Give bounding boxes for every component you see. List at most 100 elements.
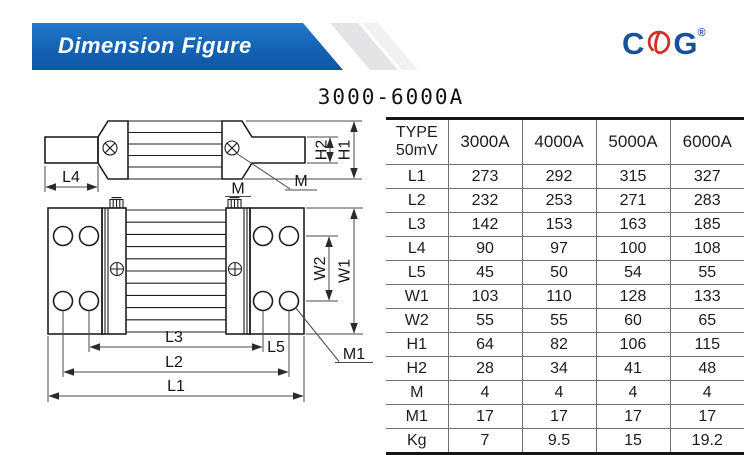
value-cell: 232 [448,188,523,213]
row-label: H2 [386,356,449,381]
value-cell: 4 [448,380,523,405]
value-cell: 103 [448,284,523,309]
value-cell: 15 [596,428,671,454]
column-header: 6000A [670,118,744,165]
banner-title: Dimension Figure [58,33,252,58]
row-label: W1 [386,284,449,309]
screw-hole-symbol [102,140,240,156]
value-cell: 55 [670,260,744,285]
value-cell: 55 [522,308,597,333]
type-corner-cell: TYPE 50mV [386,118,449,165]
value-cell: 133 [670,284,744,309]
logo-letter-g: G [673,25,698,61]
value-cell: 55 [448,308,523,333]
value-cell: 17 [522,404,597,429]
dim-label-l1: L1 [167,378,185,395]
value-cell: 60 [596,308,671,333]
value-cell: 54 [596,260,671,285]
value-cell: 110 [522,284,597,309]
column-header: 5000A [596,118,671,165]
value-cell: 90 [448,236,523,261]
value-cell: 315 [596,164,671,189]
registered-mark: ® [697,27,706,39]
value-cell: 7 [448,428,523,454]
dim-label-m1: M1 [343,346,365,363]
left-block-plan [101,207,127,335]
mounting-holes [52,225,300,312]
dim-label-m-plan: M [231,181,244,198]
value-cell: 97 [522,236,597,261]
value-cell: 65 [670,308,744,333]
dim-label-w2: W2 [312,256,329,280]
resistance-blades-side [128,120,222,180]
value-cell: 273 [448,164,523,189]
dim-label-m-side: M [294,173,307,190]
dim-label-l4: L4 [62,169,80,186]
value-cell: 153 [522,212,597,237]
column-header: 3000A [448,118,523,165]
value-cell: 48 [670,356,744,381]
row-label: L5 [386,260,449,285]
value-cell: 115 [670,332,744,357]
value-cell: 128 [596,284,671,309]
right-terminal-pad [249,207,305,335]
dim-label-h1: H1 [337,140,354,161]
value-cell: 271 [596,188,671,213]
value-cell: 327 [670,164,744,189]
value-cell: 4 [596,380,671,405]
section-banner: Dimension Figure [32,23,343,70]
value-cell: 9.5 [522,428,597,454]
right-block [221,120,306,180]
row-label: M1 [386,404,449,429]
column-header: 4000A [522,118,597,165]
value-cell: 19.2 [691,431,723,449]
side-view: L4 H2 H1 M [44,120,362,192]
row-label: M [386,380,449,405]
plan-view: M W2 W1 L3 L5 L2 L1 M1 [47,181,373,402]
dim-label-l3: L3 [165,329,183,346]
value-cell: 28 [448,356,523,381]
value-cell: 4 [670,380,744,405]
dim-label-l2: L2 [165,354,183,371]
cross-screw-symbol [109,261,243,277]
row-label: Kg [386,428,449,454]
value-cell: 50 [522,260,597,285]
value-cell: 106 [596,332,671,357]
dimension-drawing: L4 H2 H1 M [44,120,373,402]
logo-letter-c: C [622,25,645,61]
value-cell: 41 [596,356,671,381]
value-cell: 185 [670,212,744,237]
value-cell: 108 [670,236,744,261]
value-cell: 17 [596,404,671,429]
row-label: H1 [386,332,449,357]
value-cell: 4 [522,380,597,405]
left-terminal-lug [44,136,99,164]
left-terminal-pad [47,207,103,335]
row-label: L1 [386,164,449,189]
value-cell: 34 [522,356,597,381]
logo-swirl-icon [645,28,672,61]
value-cell: 17 [670,404,744,429]
value-cell: 283 [670,188,744,213]
value-cell: 163 [596,212,671,237]
row-label: W2 [386,308,449,333]
corner-line2: 50mV [395,142,438,159]
value-cell: 253 [522,188,597,213]
row-label: L2 [386,188,449,213]
brand-logo: C G ® [622,26,706,61]
figure-title: 3000-6000A [317,85,465,109]
dim-label-w1: W1 [337,259,354,283]
